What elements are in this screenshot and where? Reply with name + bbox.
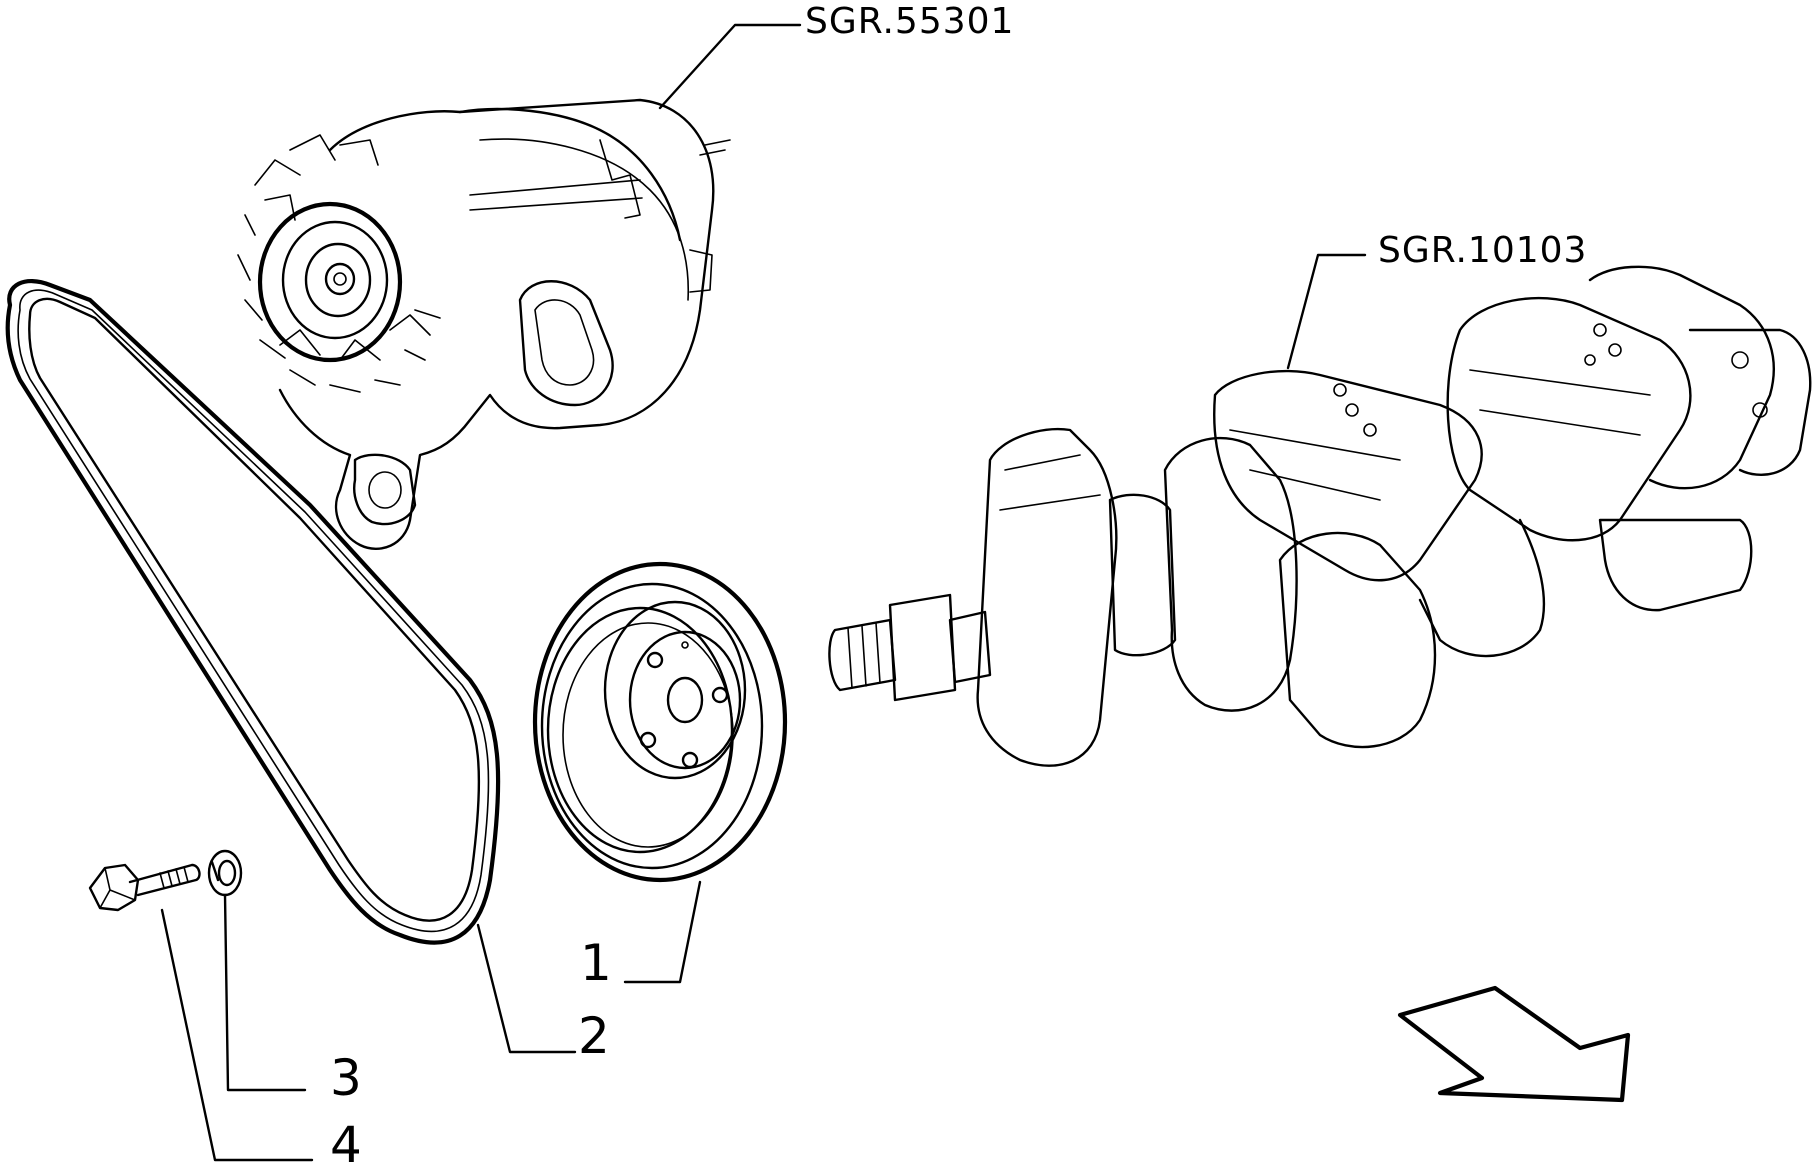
washer-drawing xyxy=(207,849,243,897)
crankshaft-drawing xyxy=(828,265,1812,767)
crank-pulley-drawing xyxy=(532,561,788,883)
alternator-drawing xyxy=(237,98,731,550)
leader-crankshaft xyxy=(1286,253,1367,370)
crankshaft-reference-label: SGR.10103 xyxy=(1378,230,1587,271)
leader-part-3 xyxy=(223,893,307,1092)
direction-arrow-icon xyxy=(1397,985,1631,1103)
part-number-1: 1 xyxy=(580,934,612,992)
part-number-4: 4 xyxy=(330,1116,362,1166)
drive-belt-drawing xyxy=(5,279,501,945)
leader-part-2 xyxy=(476,923,577,1054)
alternator-reference-label: SGR.55301 xyxy=(805,1,1014,42)
bolt-drawing xyxy=(88,863,201,912)
leader-lines xyxy=(160,23,1367,1162)
leader-part-4 xyxy=(160,908,314,1162)
part-number-3: 3 xyxy=(330,1049,362,1107)
leader-part-1 xyxy=(623,880,702,984)
leader-alternator xyxy=(658,23,802,110)
part-number-2: 2 xyxy=(578,1007,610,1065)
